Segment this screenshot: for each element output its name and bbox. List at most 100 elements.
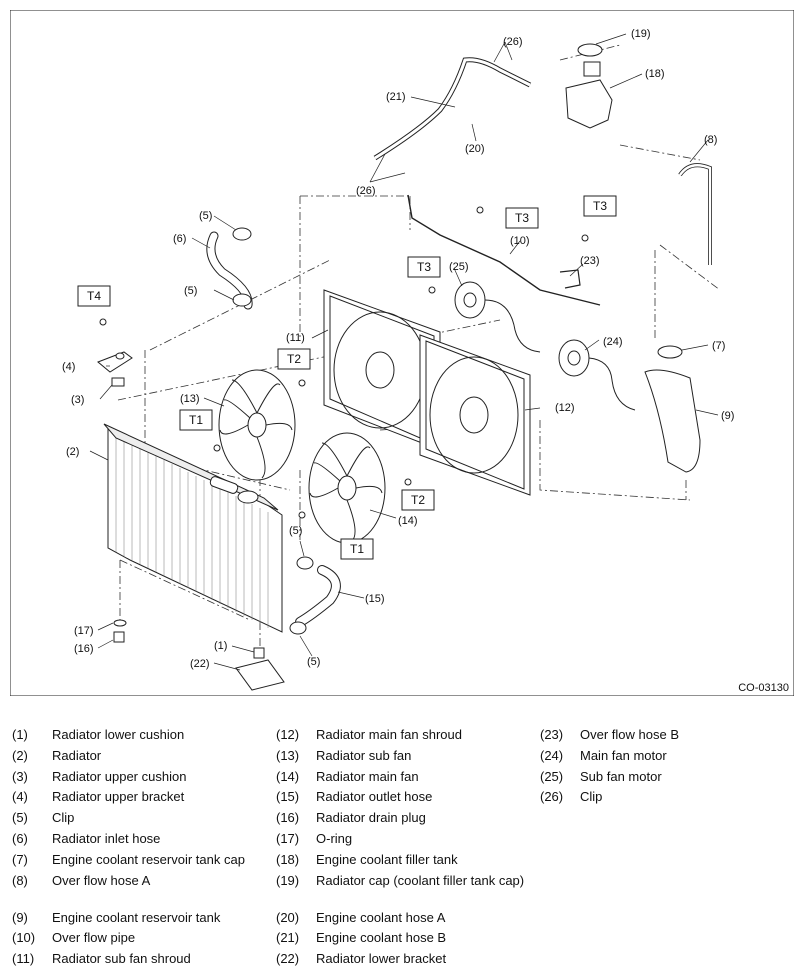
legend-row: (13)Radiator sub fan bbox=[276, 748, 538, 769]
legend-number: (4) bbox=[12, 789, 28, 805]
legend-number: (15) bbox=[276, 789, 300, 805]
callout-3: (3) bbox=[71, 394, 84, 406]
callout-17: (17) bbox=[74, 625, 94, 637]
legend-text: Engine coolant hose B bbox=[316, 930, 447, 946]
legend-row: (1) Radiator lower cushion bbox=[12, 727, 274, 748]
torque-box-t2-b bbox=[401, 489, 435, 511]
outlet-hose bbox=[296, 566, 340, 626]
legend-row: (7) Engine coolant reservoir tank cap bbox=[12, 852, 274, 873]
legend-row: (26) Clip bbox=[540, 789, 802, 810]
legend-number: (25) bbox=[540, 768, 564, 784]
legend-text: Radiator lower cushion bbox=[52, 727, 185, 742]
torque-boxes: T3 T3 T3 T4 T2 T1 T2 T1 bbox=[77, 195, 617, 560]
legend-text: Radiator outlet hose bbox=[316, 789, 433, 805]
legend-text: Over flow pipe bbox=[52, 930, 136, 946]
callout-24: (24) bbox=[603, 336, 623, 348]
torque-box-t3-b bbox=[583, 195, 617, 217]
legend-text: Radiator inlet hose bbox=[52, 830, 161, 846]
legend-text: Radiator upper cushion bbox=[52, 768, 187, 784]
callout-7: (7) bbox=[712, 340, 725, 352]
bolts bbox=[99, 206, 589, 519]
legend-row: (3)Radiator upper cushion bbox=[12, 769, 274, 790]
legend-number: (18) bbox=[276, 851, 300, 867]
legend-text: Engine coolant filler tank bbox=[316, 851, 458, 867]
callout-22: (22) bbox=[190, 658, 210, 670]
callout-5-d: (5) bbox=[307, 656, 320, 668]
legend-number: (9) bbox=[12, 909, 28, 925]
torque-label-t4: T4 bbox=[87, 289, 101, 303]
callout-21: (21) bbox=[386, 91, 406, 103]
lower-bracket bbox=[235, 659, 285, 691]
callout-4: (4) bbox=[62, 361, 75, 373]
clips bbox=[232, 227, 314, 635]
legend-row: (22)Radiator lower bracket bbox=[276, 951, 538, 972]
diagram-svg: (19) (18) (8) (26) (21) (20) (26) (10) (… bbox=[10, 10, 794, 696]
sub-fan-motor bbox=[454, 281, 541, 353]
legend-text: Radiator main fan shroud bbox=[316, 727, 462, 742]
legend-row: (11)Radiator sub fan shroud bbox=[12, 951, 274, 972]
legend-text: Clip bbox=[580, 789, 603, 805]
legend-text: Over flow hose B bbox=[580, 727, 679, 742]
callout-10: (10) bbox=[510, 235, 530, 247]
torque-box-t3-a bbox=[505, 207, 539, 229]
legend-text: Radiator bbox=[52, 747, 102, 763]
legend-number: (7) bbox=[12, 851, 28, 867]
callout-2: (2) bbox=[66, 446, 79, 458]
radiator-cap bbox=[577, 43, 603, 57]
legend-number: (16) bbox=[276, 810, 300, 826]
sub-fan bbox=[218, 369, 296, 481]
torque-box-t3-c bbox=[407, 256, 441, 278]
main-fan-shroud bbox=[419, 334, 531, 496]
drain-plug bbox=[113, 631, 125, 643]
legend-row: (20)Engine coolant hose A bbox=[276, 910, 538, 931]
parts-legend: (1)Radiator lower cushion (2)Radiator (3… bbox=[0, 727, 804, 977]
torque-label-t1-b: T1 bbox=[350, 542, 364, 556]
lower-cushion bbox=[253, 647, 265, 659]
legend-text: Main fan motor bbox=[580, 747, 667, 763]
legend-number: (24) bbox=[540, 747, 564, 763]
torque-box-t4 bbox=[77, 285, 111, 307]
over-flow-pipe bbox=[407, 194, 601, 306]
legend-text: Radiator drain plug bbox=[316, 810, 426, 826]
legend-number: (8) bbox=[12, 872, 28, 888]
legend-number: (20) bbox=[276, 909, 300, 925]
legend-number: (5) bbox=[12, 810, 28, 826]
legend-number: (1) bbox=[12, 727, 28, 742]
legend-text: Engine coolant reservoir tank cap bbox=[52, 851, 245, 867]
legend-number: (21) bbox=[276, 930, 300, 946]
torque-label-t2-a: T2 bbox=[287, 352, 301, 366]
legend-text: Radiator sub fan shroud bbox=[52, 951, 191, 967]
callout-18: (18) bbox=[645, 68, 665, 80]
callout-12: (12) bbox=[555, 402, 575, 414]
callout-13: (13) bbox=[180, 393, 200, 405]
legend-row: (4)Radiator upper bracket bbox=[12, 789, 274, 810]
main-fan-motor bbox=[558, 339, 636, 411]
legend-row: (19)Radiator cap (coolant filler tank ca… bbox=[276, 873, 538, 910]
legend-number: (10) bbox=[12, 930, 36, 946]
legend-column-1: (1)Radiator lower cushion (2)Radiator (3… bbox=[12, 727, 274, 972]
filler-tank bbox=[565, 61, 613, 129]
torque-label-t3-c: T3 bbox=[417, 260, 431, 274]
legend-number: (26) bbox=[540, 789, 564, 805]
callout-26-top: (26) bbox=[503, 36, 523, 48]
callout-25: (25) bbox=[449, 261, 469, 273]
callout-26-bottom: (26) bbox=[356, 185, 376, 197]
legend-text: Sub fan motor bbox=[580, 768, 662, 784]
legend-row: (24) Main fan motor bbox=[540, 748, 802, 769]
torque-label-t3-b: T3 bbox=[593, 199, 607, 213]
legend-row: (5)Clip bbox=[12, 810, 274, 831]
legend-row: (10) Over flow pipe bbox=[12, 930, 274, 951]
o-ring bbox=[113, 619, 127, 627]
legend-column-2: (12)Radiator main fan shroud (13)Radiato… bbox=[276, 727, 538, 972]
legend-row: (8) Over flow hose A bbox=[12, 873, 274, 910]
upper-bracket bbox=[97, 351, 133, 373]
legend-row: (17)O-ring bbox=[276, 831, 538, 852]
legend-row: (21) Engine coolant hose B bbox=[276, 930, 538, 951]
legend-row: (12)Radiator main fan shroud bbox=[276, 727, 538, 748]
torque-label-t1-a: T1 bbox=[189, 413, 203, 427]
legend-text: Over flow hose A bbox=[52, 872, 151, 888]
leader-lines bbox=[89, 33, 719, 671]
callout-16: (16) bbox=[74, 643, 94, 655]
legend-text: Engine coolant reservoir tank bbox=[52, 909, 221, 925]
exploded-diagram: (19) (18) (8) (26) (21) (20) (26) (10) (… bbox=[10, 10, 794, 696]
